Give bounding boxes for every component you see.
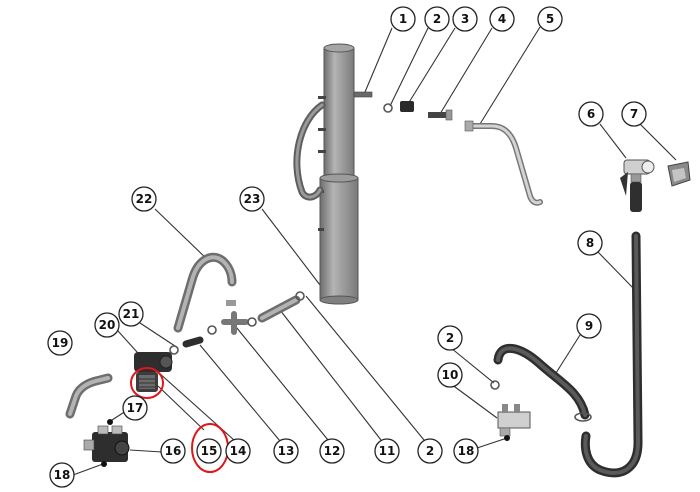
callout-2: 2 — [424, 6, 450, 32]
callout-5: 5 — [537, 6, 563, 32]
callout-7: 7 — [621, 101, 647, 127]
callout-4: 4 — [489, 6, 515, 32]
callout-number: 9 — [585, 319, 593, 333]
callout-number: 11 — [379, 444, 396, 458]
callout-10: 10 — [437, 362, 463, 388]
callout-bubble — [453, 438, 479, 464]
callout-number: 19 — [52, 336, 69, 350]
callout-bubble — [452, 6, 478, 32]
callout-13: 13 — [273, 438, 299, 464]
callout-number: 4 — [498, 12, 506, 26]
callout-1: 1 — [390, 6, 416, 32]
callout-bubble — [577, 230, 603, 256]
callout-number: 14 — [230, 444, 247, 458]
callout-number: 23 — [244, 192, 261, 206]
callout-number: 1 — [399, 12, 407, 26]
callout-bubble — [239, 186, 265, 212]
top-small-parts — [383, 101, 543, 206]
hose-9 — [493, 343, 592, 422]
callout-bubble — [424, 6, 450, 32]
callout-6: 6 — [578, 101, 604, 127]
leader-lines — [72, 26, 677, 476]
callout-number: 2 — [426, 444, 434, 458]
callout-bubble — [621, 101, 647, 127]
callout-number: 21 — [123, 307, 140, 321]
callout-bubble — [537, 6, 563, 32]
callout-17: 17 — [122, 395, 148, 421]
callout-23: 23 — [239, 186, 265, 212]
filter-assembly — [130, 352, 173, 399]
main-column — [293, 43, 373, 305]
callout-11: 11 — [374, 438, 400, 464]
callout-number: 7 — [630, 107, 638, 121]
callout-bubble — [437, 325, 463, 351]
callout-number: 6 — [587, 107, 595, 121]
callout-bubble — [160, 438, 186, 464]
callout-bubble — [390, 6, 416, 32]
callout-number: 20 — [99, 318, 116, 332]
callout-number: 22 — [136, 192, 153, 206]
callout-bubble — [122, 395, 148, 421]
callout-bubble — [47, 330, 73, 356]
callout-number: 2 — [446, 331, 454, 345]
clip-7 — [667, 161, 691, 187]
callout-9: 9 — [576, 313, 602, 339]
callout-2: 2 — [437, 325, 463, 351]
callout-bubble — [118, 301, 144, 327]
callout-3: 3 — [452, 6, 478, 32]
callout-2: 2 — [417, 438, 443, 464]
callout-bubble — [489, 6, 515, 32]
callout-bubble — [578, 101, 604, 127]
callout-bubble — [576, 313, 602, 339]
callout-number: 8 — [586, 236, 594, 250]
hose-22 — [173, 253, 237, 333]
callout-bubble — [49, 462, 75, 488]
callout-bubble — [196, 438, 222, 464]
callout-layer: 1 2 3 4 5 6 7 8 9 2 10 18 22 23 20 21 19… — [47, 6, 647, 488]
callout-number: 5 — [546, 12, 554, 26]
callout-19: 19 — [47, 330, 73, 356]
filter-highlight-ring — [130, 367, 164, 399]
callout-number: 3 — [461, 12, 469, 26]
callout-number: 18 — [54, 468, 71, 482]
hose-19 — [65, 373, 113, 419]
callout-14: 14 — [225, 438, 251, 464]
callout-number: 15 — [201, 444, 218, 458]
callout-bubble — [417, 438, 443, 464]
callout-bubble — [94, 312, 120, 338]
fitting-6 — [620, 159, 655, 212]
callout-21: 21 — [118, 301, 144, 327]
callout-number: 13 — [278, 444, 295, 458]
callout-16: 16 — [160, 438, 186, 464]
callout-20: 20 — [94, 312, 120, 338]
hose-chain — [169, 291, 305, 355]
callout-number: 16 — [165, 444, 182, 458]
callout-number: 18 — [458, 444, 475, 458]
callout-number: 10 — [442, 368, 459, 382]
callout-15: 15 — [196, 438, 222, 464]
callout-bubble — [319, 438, 345, 464]
valve-10 — [490, 380, 531, 441]
callout-bubble — [225, 438, 251, 464]
callout-bubble — [131, 186, 157, 212]
callout-18: 18 — [453, 438, 479, 464]
callout-18: 18 — [49, 462, 75, 488]
callout-number: 17 — [127, 401, 144, 415]
callout-12: 12 — [319, 438, 345, 464]
valve-block — [83, 419, 130, 467]
hose-8 — [580, 231, 643, 478]
callout-bubble — [437, 362, 463, 388]
callout-22: 22 — [131, 186, 157, 212]
callout-8: 8 — [577, 230, 603, 256]
callout-number: 2 — [433, 12, 441, 26]
callout-bubble — [374, 438, 400, 464]
callout-bubble — [273, 438, 299, 464]
callout-number: 12 — [324, 444, 341, 458]
